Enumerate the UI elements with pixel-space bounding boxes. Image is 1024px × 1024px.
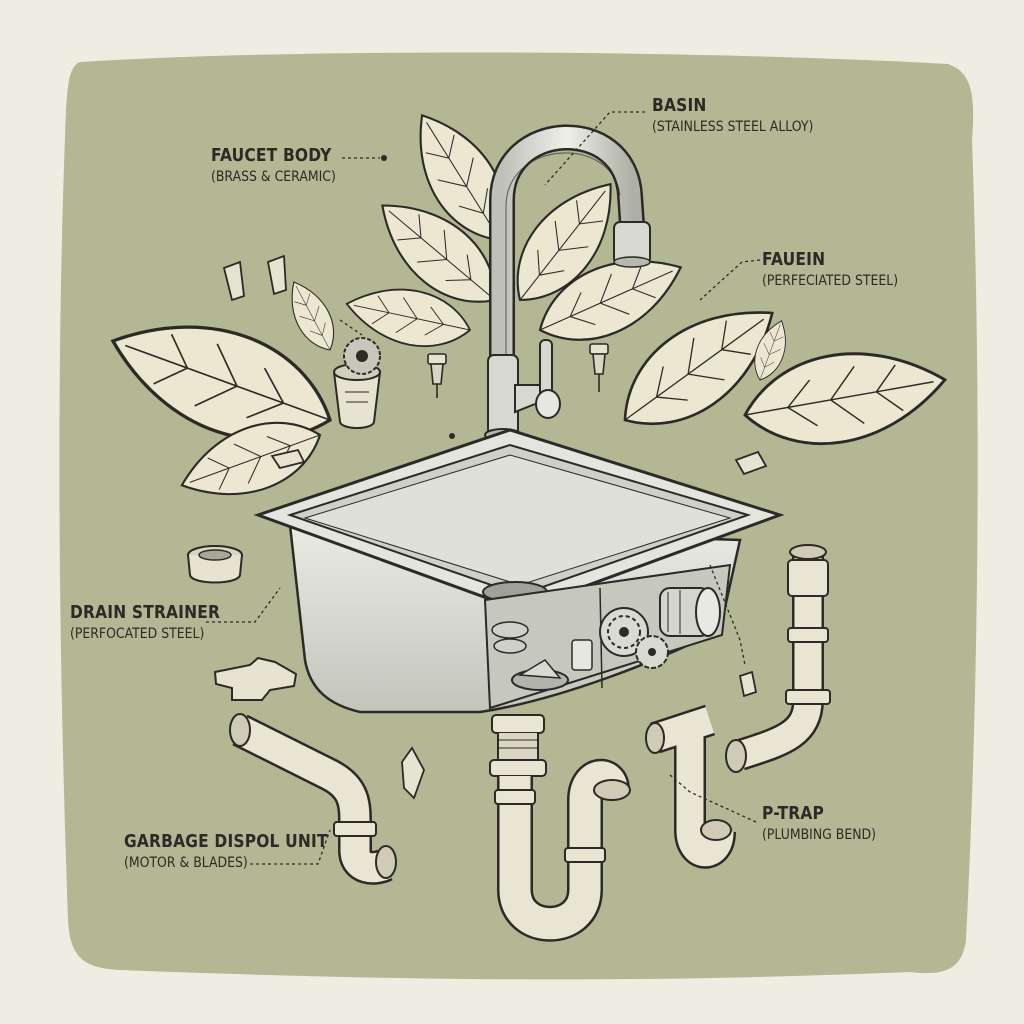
leader-faucet-base: [339, 319, 363, 336]
label-drain-strainer-sub: (PERFOCATED STEEL): [70, 625, 205, 642]
left-bend-pipe: [229, 713, 397, 885]
leader-p-trap: [669, 774, 757, 823]
drain-ring: [187, 545, 243, 584]
label-garbage-disposal-title: GARBAGE DISPOL UNIT: [124, 831, 328, 852]
label-faucet-body: FAUCET BODY (BRASS & CERAMIC): [211, 145, 356, 185]
label-fauein-sub: (PERFECIATED STEEL): [762, 272, 899, 289]
leader-motor: [709, 564, 746, 666]
vertical-tailpiece: [725, 544, 831, 773]
strainer-basket: [332, 337, 382, 429]
label-fauein-title: FAUEIN: [762, 249, 826, 270]
leader-dot-faucet: [381, 155, 387, 161]
label-p-trap-sub: (PLUMBING BEND): [762, 826, 877, 843]
label-garbage-disposal: GARBAGE DISPOL UNIT (MOTOR & BLADES): [124, 831, 361, 871]
label-garbage-disposal-sub: (MOTOR & BLADES): [124, 854, 248, 871]
label-fauein: FAUEIN (PERFECIATED STEEL): [762, 249, 920, 289]
clip-top-left-a: [222, 260, 245, 302]
valve-left: [427, 353, 447, 398]
small-parts: [187, 254, 768, 800]
clip-top-left-b: [266, 254, 287, 296]
mounting-bracket: [213, 656, 298, 701]
label-p-trap: P-TRAP (PLUMBING BEND): [762, 803, 895, 843]
leader-drain-strainer: [206, 587, 281, 623]
leader-fauein: [699, 259, 761, 301]
leader-lines: [206, 111, 761, 865]
sink-basin: [253, 428, 785, 714]
leader-dot-basin-rim: [449, 433, 455, 439]
valve-right: [589, 343, 609, 392]
label-basin: BASIN (STAINLESS STEEL ALLOY): [652, 95, 840, 135]
clip-right: [734, 450, 768, 476]
label-faucet-body-sub: (BRASS & CERAMIC): [211, 168, 336, 185]
label-drain-strainer: DRAIN STRAINER (PERFOCATED STEEL): [70, 602, 245, 642]
clip-left: [270, 448, 306, 470]
clip-right-lower: [738, 670, 758, 698]
clip-bottom: [401, 746, 425, 800]
right-p-trap: [645, 704, 736, 869]
label-drain-strainer-title: DRAIN STRAINER: [70, 602, 221, 623]
leader-garbage-disposal: [250, 829, 331, 865]
label-p-trap-title: P-TRAP: [762, 803, 825, 824]
label-faucet-body-title: FAUCET BODY: [211, 145, 332, 166]
drain-pipe-center: [489, 714, 631, 942]
label-basin-title: BASIN: [652, 95, 707, 116]
label-basin-sub: (STAINLESS STEEL ALLOY): [652, 118, 814, 135]
